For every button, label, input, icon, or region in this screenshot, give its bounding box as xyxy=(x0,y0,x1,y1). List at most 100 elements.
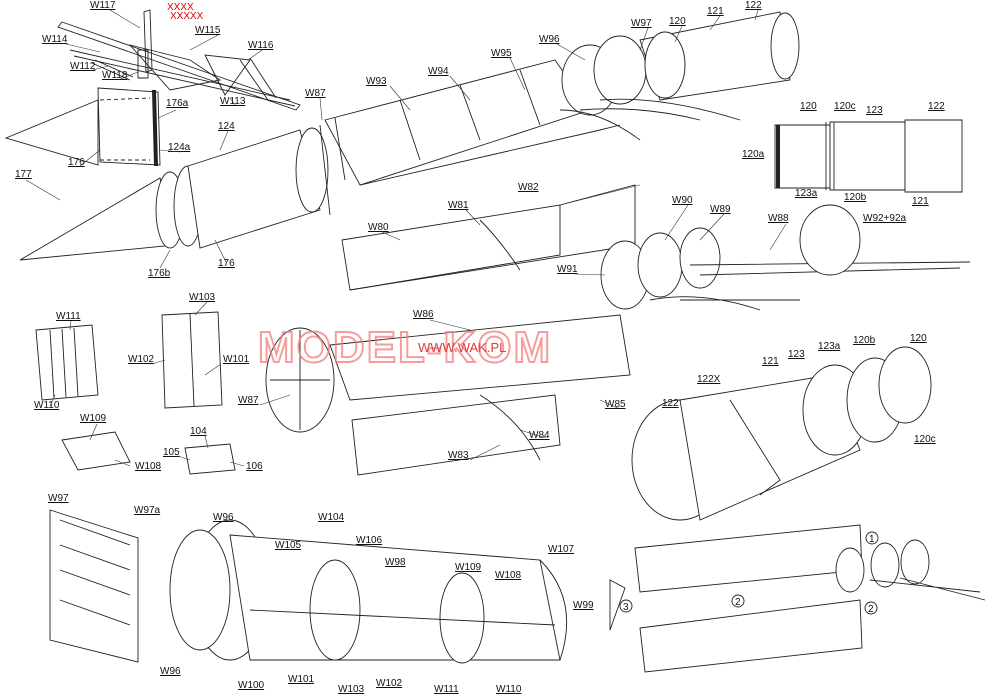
leader-lines xyxy=(25,9,787,467)
label-176: 176 xyxy=(68,157,85,168)
label-104: 104 xyxy=(190,426,207,437)
label-122X: 122X xyxy=(697,374,721,385)
label-W99: W99 xyxy=(573,600,594,611)
label-W102: W102 xyxy=(128,354,155,365)
label-W96b: W96 xyxy=(213,512,234,523)
label-W103b: W103 xyxy=(338,684,365,695)
label-W88: W88 xyxy=(768,213,789,224)
label-124: 124 xyxy=(218,121,235,132)
label-122: 122 xyxy=(745,0,762,11)
exhaust-detail xyxy=(774,119,963,193)
label-W83: W83 xyxy=(448,450,469,461)
small-parts xyxy=(35,311,236,475)
label-W116: W116 xyxy=(248,40,274,51)
label-W84: W84 xyxy=(529,430,550,441)
label-W87b: W87 xyxy=(238,395,259,406)
label-W87: W87 xyxy=(305,88,326,99)
label-121-b: 121 xyxy=(762,356,779,367)
label-W107: W107 xyxy=(548,544,575,555)
label-W80: W80 xyxy=(368,222,389,233)
label-W98: W98 xyxy=(385,557,406,568)
step-3: 3 xyxy=(623,602,629,613)
label-120b: 120b xyxy=(844,192,867,203)
label-123: 123 xyxy=(866,105,883,116)
label-124a: 124a xyxy=(168,142,191,153)
red-mark-2: XXXXX xyxy=(170,11,204,22)
label-W111: W111 xyxy=(56,311,81,322)
label-W104: W104 xyxy=(318,512,345,523)
label-106: 106 xyxy=(246,461,263,472)
label-W97: W97 xyxy=(631,18,652,29)
label-120c-b: 120c xyxy=(914,434,936,445)
label-W115: W115 xyxy=(195,25,221,36)
label-W97b: W97 xyxy=(48,493,69,504)
label-W96c: W96 xyxy=(160,666,181,677)
label-120c: 120c xyxy=(834,101,856,112)
label-123-b: 123 xyxy=(788,349,805,360)
label-W110b: W110 xyxy=(496,684,522,695)
label-W110: W110 xyxy=(34,400,60,411)
red-mark-1: XXXX xyxy=(167,2,194,13)
label-120: 120 xyxy=(669,16,686,27)
label-W89: W89 xyxy=(710,204,731,215)
label-W93: W93 xyxy=(366,76,387,87)
label-W108b: W108 xyxy=(495,570,522,581)
step-2a: 2 xyxy=(735,597,741,608)
step-2b: 2 xyxy=(868,604,874,615)
fuselage-bottom xyxy=(49,509,568,664)
label-120-b: 120 xyxy=(910,333,927,344)
label-120a: 120a xyxy=(742,149,765,160)
label-123a: 123a xyxy=(795,188,818,199)
label-W103: W103 xyxy=(189,292,216,303)
label-W102b: W102 xyxy=(376,678,403,689)
step-1: 1 xyxy=(869,534,875,545)
label-W97a: W97a xyxy=(134,505,161,516)
label-105: 105 xyxy=(163,447,180,458)
label-123a-b: 123a xyxy=(818,341,841,352)
label-176-2: 176 xyxy=(218,258,235,269)
label-120-r: 120 xyxy=(800,101,817,112)
label-120b-b: 120b xyxy=(853,335,876,346)
watermark-brand: MODEL-KOM xyxy=(258,323,552,372)
label-W106: W106 xyxy=(356,535,383,546)
fuselage-top xyxy=(324,11,800,186)
label-W91: W91 xyxy=(557,264,578,275)
label-W85: W85 xyxy=(605,399,626,410)
label-W114: W114 xyxy=(42,34,68,45)
watermark-url: WWW.WAK.PL xyxy=(418,340,506,355)
label-W105: W105 xyxy=(275,540,302,551)
label-W101: W101 xyxy=(223,354,250,365)
label-W109b: W109 xyxy=(455,562,482,573)
label-121: 121 xyxy=(707,6,724,17)
label-W95: W95 xyxy=(491,48,512,59)
label-W118: W118 xyxy=(102,70,128,81)
wing-lower xyxy=(265,314,631,476)
label-W112: W112 xyxy=(70,61,96,72)
label-121-r: 121 xyxy=(912,196,929,207)
label-W94: W94 xyxy=(428,66,449,77)
label-W81: W81 xyxy=(448,200,469,211)
wing-upper xyxy=(341,184,971,311)
label-122-b: 122 xyxy=(662,398,679,409)
label-W96: W96 xyxy=(539,34,560,45)
label-W117: W117 xyxy=(90,0,116,11)
label-176a: 176a xyxy=(166,98,189,109)
label-W101b: W101 xyxy=(288,674,315,685)
exhaust-cone xyxy=(631,346,932,521)
label-W82: W82 xyxy=(518,182,539,193)
label-176b: 176b xyxy=(148,268,171,279)
label-W86: W86 xyxy=(413,309,434,320)
label-177: 177 xyxy=(15,169,32,180)
label-W111b: W111 xyxy=(434,684,459,695)
label-W92: W92+92a xyxy=(863,213,907,224)
label-W108: W108 xyxy=(135,461,162,472)
tail-assembly xyxy=(609,524,986,673)
label-W90: W90 xyxy=(672,195,693,206)
label-W109: W109 xyxy=(80,413,107,424)
step-markers: 1 2 2 3 xyxy=(619,531,879,615)
label-122-r: 122 xyxy=(928,101,945,112)
nose-cone-assembly xyxy=(4,87,331,261)
label-W100: W100 xyxy=(238,680,265,691)
stabilizer-assembly xyxy=(57,9,301,111)
